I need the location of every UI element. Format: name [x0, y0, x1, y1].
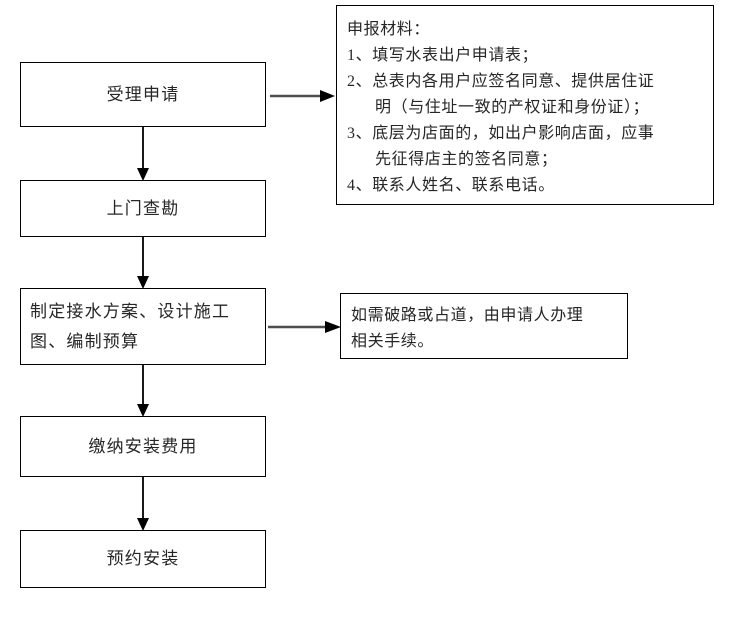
connector-step1-note-materials	[270, 88, 336, 104]
flow-step-label-3-line1: 制定接水方案、设计施工	[30, 301, 231, 321]
flow-step-label-5: 预约安装	[106, 549, 180, 568]
flow-step-box-1[interactable]: 受理申请	[20, 62, 266, 127]
connector-step3-note-roadwork	[268, 319, 342, 335]
note-roadwork-line-1: 如需破路或占道，由申请人办理	[351, 307, 584, 324]
note-materials-line-5: 3、底层为店面的，如出户影响店面，应事	[347, 125, 655, 142]
flow-step-box-4[interactable]: 缴纳安装费用	[20, 416, 266, 477]
connector-step4-step5	[134, 476, 152, 532]
note-materials-line-6: 先征得店主的签名同意；	[375, 151, 558, 168]
note-materials-line-3: 2、总表内各用户应签名同意、提供居住证	[347, 73, 655, 90]
note-materials-line-2: 1、填写水表出户申请表；	[347, 47, 539, 64]
flow-step-label-3-line2: 图、编制预算	[30, 331, 140, 351]
flow-step-label-2: 上门查勘	[106, 198, 180, 218]
flow-step-label-3: 制定接水方案、设计施工 图、编制预算	[30, 297, 230, 357]
flow-step-label-4: 缴纳安装费用	[88, 436, 198, 456]
flow-step-box-2[interactable]: 上门查勘	[20, 180, 266, 237]
note-roadwork-line-2: 相关手续。	[351, 333, 435, 350]
flow-step-label-1: 受理申请	[106, 84, 180, 104]
note-materials-line-7: 4、联系人姓名、联系电话。	[347, 177, 555, 194]
note-materials-line-1: 申报材料：	[347, 21, 431, 38]
connector-step3-step4	[134, 364, 152, 418]
note-materials-line-4: 明（与住址一致的产权证和身份证）；	[375, 99, 650, 116]
note-box-materials[interactable]: 申报材料： 1、填写水表出户申请表； 2、总表内各用户应签名同意、提供居住证 明…	[336, 5, 714, 205]
connector-step1-step2	[134, 126, 152, 182]
flow-step-box-3[interactable]: 制定接水方案、设计施工 图、编制预算	[20, 288, 266, 365]
flow-step-box-5[interactable]: 预约安装	[20, 530, 266, 588]
note-box-roadwork[interactable]: 如需破路或占道，由申请人办理 相关手续。	[340, 293, 628, 359]
connector-step2-step3	[134, 236, 152, 290]
